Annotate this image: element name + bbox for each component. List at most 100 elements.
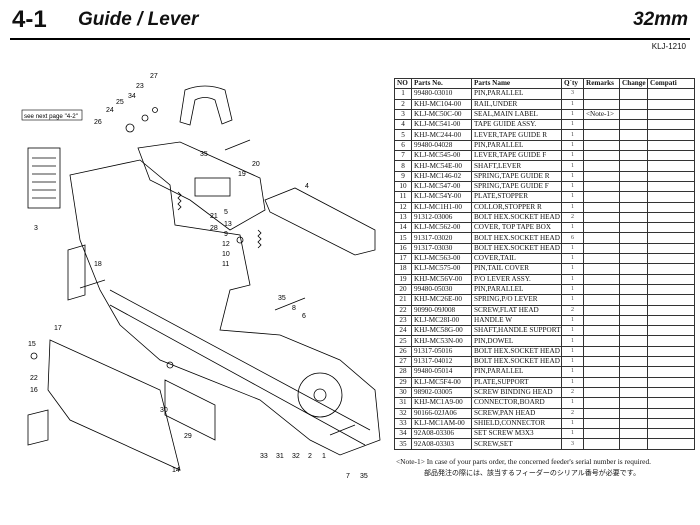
- cell-parts-no: KHJ-MC56V-00: [411, 273, 472, 285]
- cell-parts-name: BOLT HEX.SOCKET HEAD: [471, 356, 562, 368]
- callout-14: 14: [172, 467, 180, 474]
- section-number: 4-1: [12, 6, 47, 33]
- cell-compati: [647, 232, 695, 244]
- cell-compati: [647, 294, 695, 306]
- cell-change: [619, 180, 648, 193]
- bolt-15: [30, 352, 38, 360]
- see-next-page-box: [21, 109, 83, 121]
- callout-13: 13: [224, 221, 232, 228]
- cell-compati: [647, 150, 695, 162]
- cell-qty: 1: [561, 108, 584, 121]
- cell-change: [619, 170, 648, 182]
- callout-20: 20: [252, 161, 260, 168]
- callout-9: 9: [224, 231, 228, 238]
- cell-qty: 1: [561, 417, 584, 430]
- cell-no: 14: [394, 222, 412, 234]
- page-title: Guide / Lever: [78, 9, 199, 30]
- cell-remarks: [583, 129, 620, 141]
- cell-parts-no: KLJ-MC1AM-00: [411, 417, 472, 430]
- cell-parts-name: BOLT HEX.SOCKET HEAD: [471, 242, 562, 255]
- col-header-compati: Compati: [647, 77, 695, 90]
- cell-parts-name: SPRING,P/O LEVER: [471, 294, 562, 306]
- cell-parts-name: BOLT HEX.SOCKET HEAD: [471, 211, 562, 224]
- cell-parts-no: KLJ-MC541-00: [411, 119, 472, 131]
- cell-parts-name: SCREW,SET: [471, 438, 562, 450]
- cell-parts-no: KLJ-MC5F4-00: [411, 376, 472, 388]
- cell-parts-name: SHAFT,HANDLE SUPPORT: [471, 325, 562, 337]
- callout-35a: 35: [200, 151, 208, 158]
- pin-1: [329, 424, 356, 436]
- cell-parts-name: SPRING,TAPE GUIDE F: [471, 180, 562, 193]
- cell-parts-name: PIN,PARALLEL: [471, 88, 562, 100]
- cell-parts-no: KHJ-MC54E-00: [411, 160, 472, 172]
- cell-change: [619, 191, 648, 203]
- callout-15: 15: [28, 341, 36, 348]
- cell-compati: [647, 407, 695, 419]
- cell-change: [619, 160, 648, 172]
- cell-compati: [647, 211, 695, 224]
- cell-remarks: [583, 191, 620, 203]
- cell-remarks: [583, 98, 620, 110]
- cell-parts-no: 92A08-03303: [411, 438, 472, 450]
- cell-qty: 1: [561, 201, 584, 213]
- cell-compati: [647, 191, 695, 203]
- table-header-row: NO Parts No. Parts Name Q`ty Remarks Cha…: [394, 77, 695, 90]
- feeder-size: 32mm: [633, 9, 688, 30]
- cell-qty: 1: [561, 160, 584, 172]
- callout-3: 3: [34, 225, 38, 232]
- cell-no: 34: [394, 428, 412, 440]
- callout-22: 22: [30, 375, 38, 382]
- cell-qty: 1: [561, 170, 584, 182]
- frame-rail-top: [109, 289, 371, 431]
- cell-parts-no: 99480-04028: [411, 139, 472, 152]
- callout-19: 19: [238, 171, 246, 178]
- cell-parts-name: SPRING,TAPE GUIDE R: [471, 170, 562, 182]
- cell-parts-name: PIN,DOWEL: [471, 335, 562, 347]
- callout-25: 25: [116, 99, 124, 106]
- parts-table: NO Parts No. Parts Name Q`ty Remarks Cha…: [394, 77, 695, 450]
- cell-parts-no: 99480-03010: [411, 88, 472, 100]
- callout-32: 32: [292, 453, 300, 460]
- cell-remarks: [583, 345, 620, 358]
- cell-compati: [647, 170, 695, 182]
- cell-parts-name: SCREW BINDING HEAD: [471, 386, 562, 399]
- cell-parts-no: KHJ-MC26E-00: [411, 294, 472, 306]
- cell-remarks: [583, 417, 620, 430]
- cell-change: [619, 438, 648, 450]
- screw-30: [166, 361, 174, 369]
- cell-remarks: [583, 201, 620, 213]
- cell-parts-name: PIN,PARALLEL: [471, 139, 562, 152]
- cell-change: [619, 263, 648, 275]
- cell-parts-no: 90166-02JA06: [411, 407, 472, 419]
- cell-parts-no: 98902-03005: [411, 386, 472, 399]
- cell-no: 18: [394, 263, 412, 275]
- bolt-26: [125, 123, 135, 133]
- cell-compati: [647, 428, 695, 440]
- callout-11: 11: [222, 261, 229, 268]
- screw-34: [152, 107, 158, 113]
- cell-parts-no: KHJ-MC146-02: [411, 170, 472, 182]
- cell-change: [619, 201, 648, 213]
- cell-parts-no: KHJ-MC104-00: [411, 98, 472, 110]
- cell-change: [619, 283, 648, 296]
- po-lever-part: [137, 141, 266, 231]
- cell-no: 22: [394, 304, 412, 316]
- cell-compati: [647, 263, 695, 275]
- cell-change: [619, 366, 648, 378]
- cell-parts-no: KLJ-MC1H1-00: [411, 201, 472, 213]
- cell-parts-no: 99480-05014: [411, 366, 472, 378]
- cell-remarks: [583, 325, 620, 337]
- cell-parts-no: 91317-03020: [411, 232, 472, 244]
